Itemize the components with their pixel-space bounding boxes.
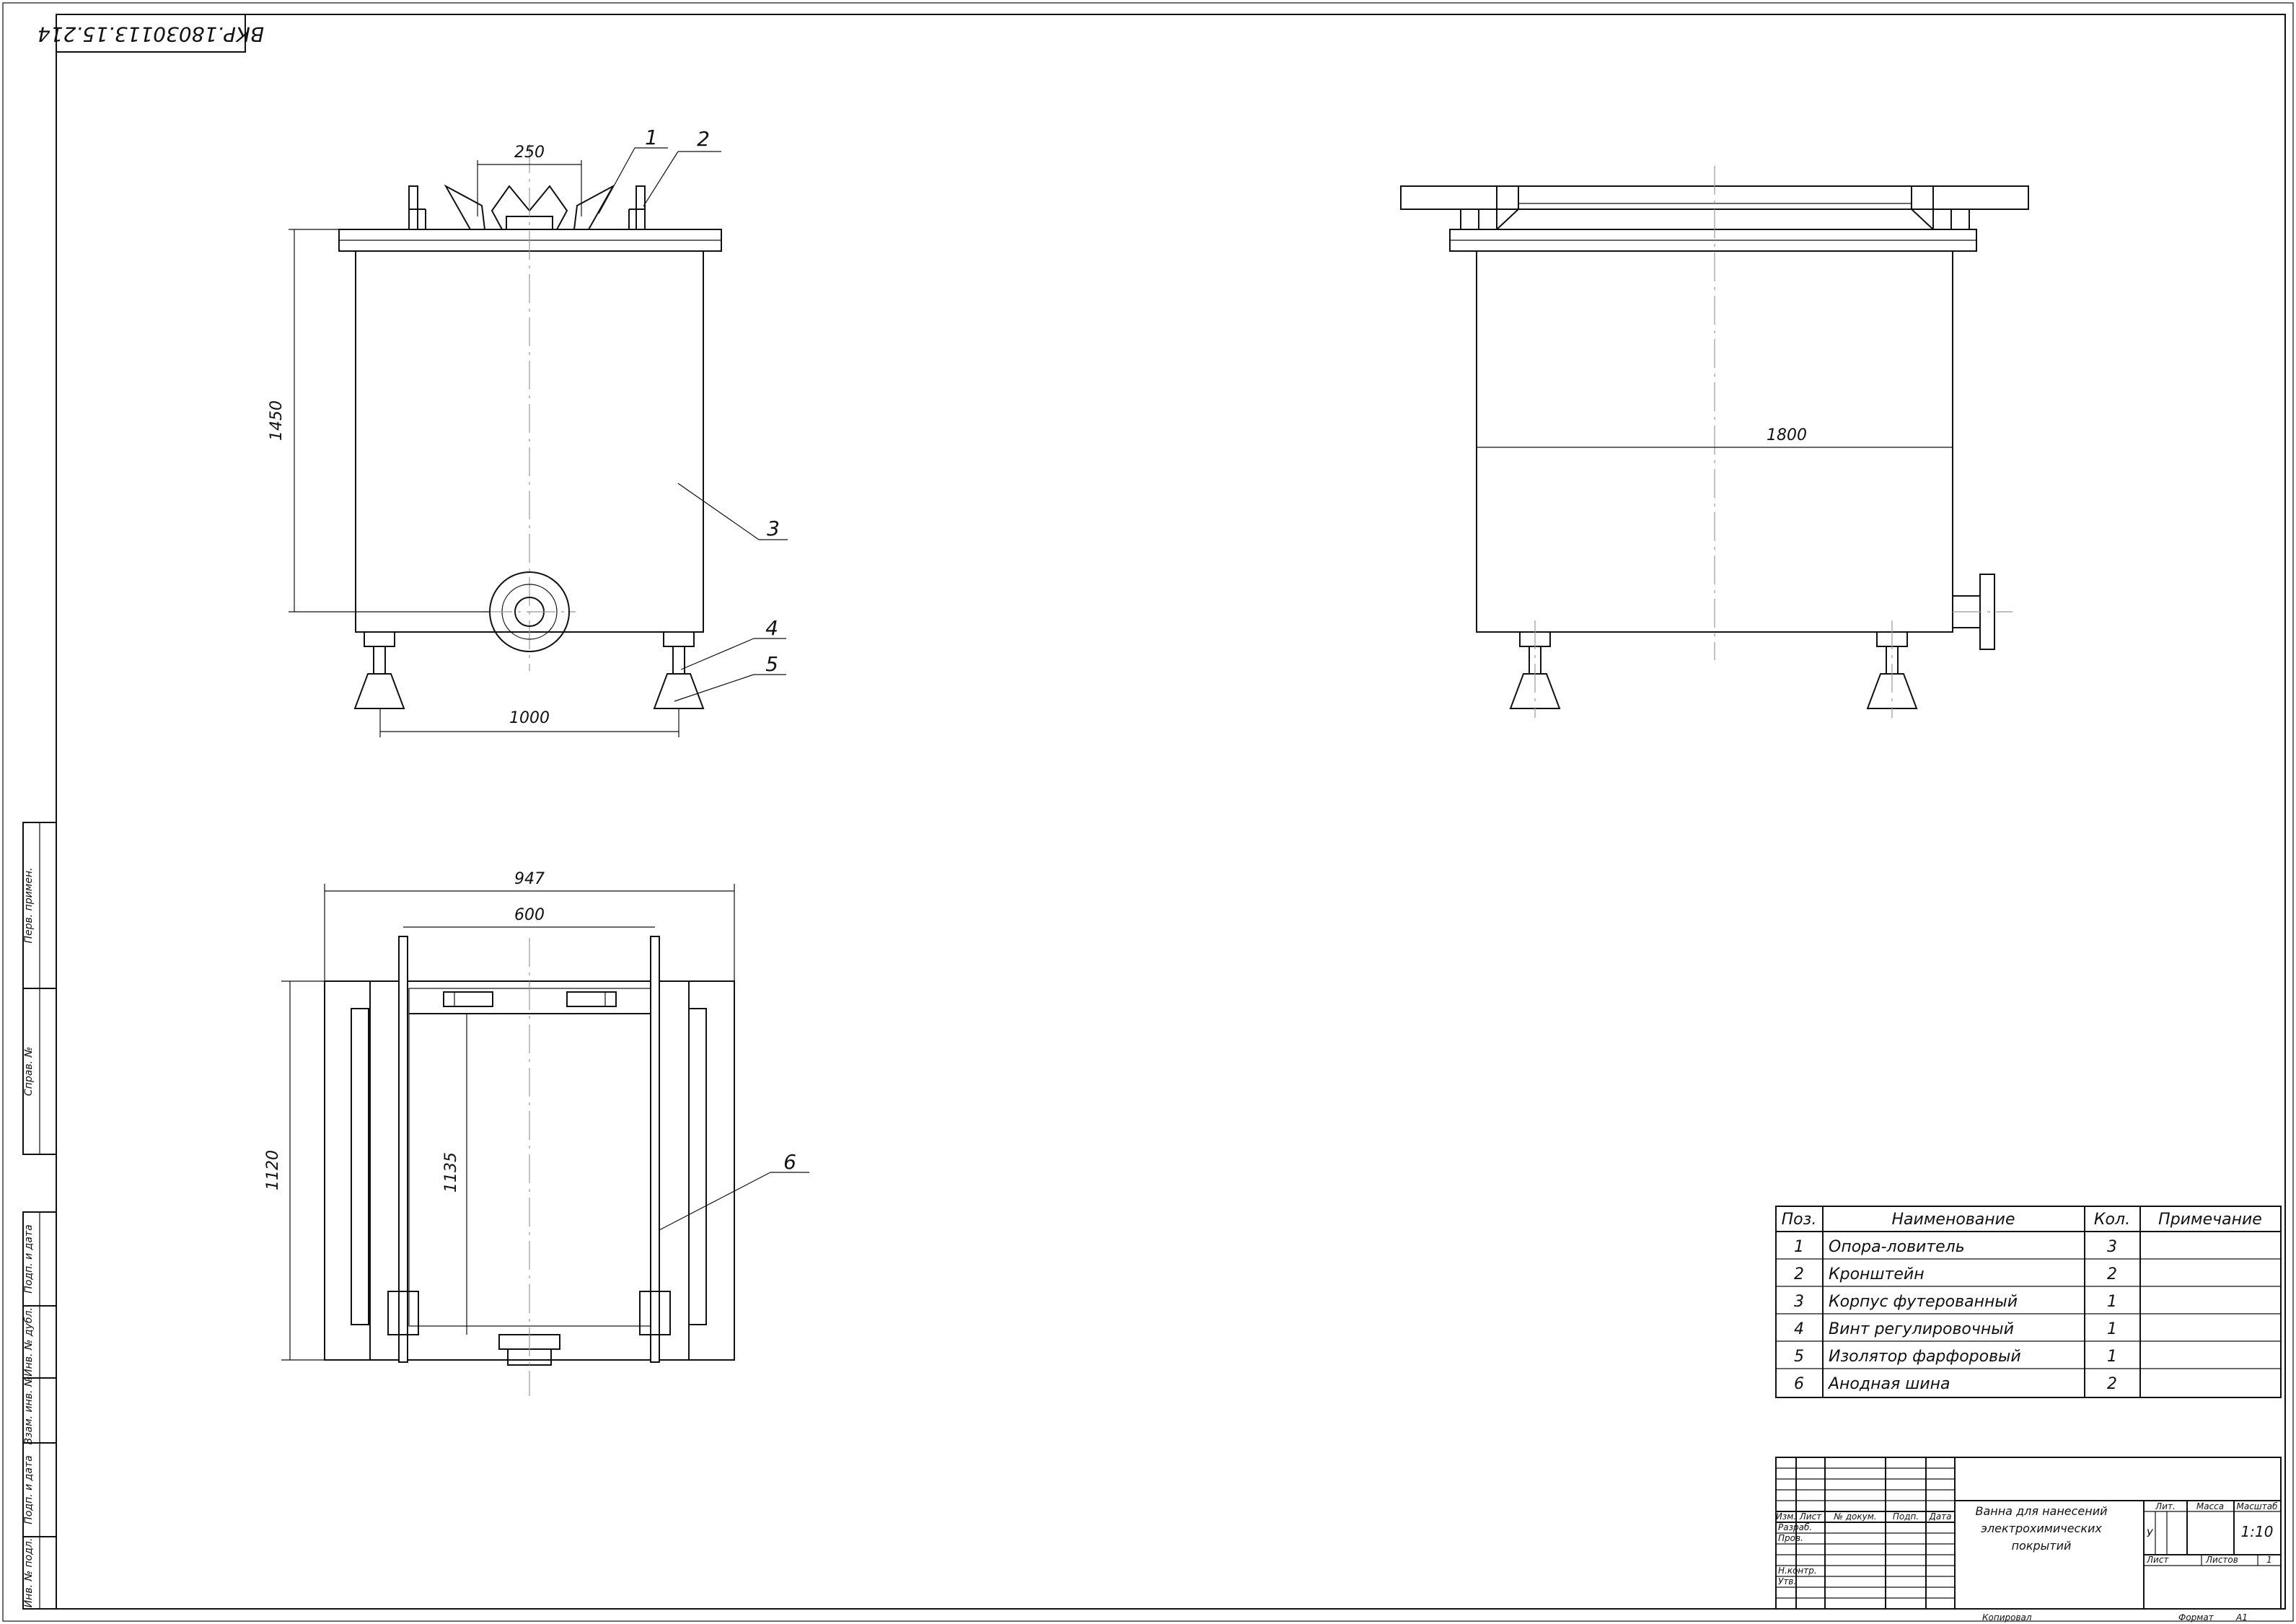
leader-4: 4 bbox=[765, 616, 778, 640]
anode-bar-right bbox=[650, 936, 660, 1363]
tb-title-line-3: покрытий bbox=[2012, 1539, 2072, 1553]
parts-row-qty: 1 bbox=[2107, 1320, 2117, 1338]
parts-row-name: Винт регулировочный bbox=[1829, 1320, 2014, 1338]
parts-row-name: Опора-ловитель bbox=[1829, 1238, 1965, 1256]
parts-row-pos: 5 bbox=[1794, 1348, 1804, 1366]
anode-bar-left bbox=[398, 936, 408, 1363]
tb-title-line-2: электрохимических bbox=[1981, 1522, 2102, 1535]
parts-header-note: Примечание bbox=[2158, 1211, 2262, 1229]
leader-6: 6 bbox=[783, 1150, 796, 1174]
catcher-left bbox=[444, 184, 486, 230]
dim-1450: 1450 bbox=[268, 400, 286, 441]
designation-box: ВКР.18030113.15.214 bbox=[38, 14, 264, 53]
tb-izm: Изм. bbox=[1776, 1511, 1796, 1522]
plan-view: 947 600 1120 1135 6 bbox=[264, 870, 809, 1396]
dim-1120: 1120 bbox=[264, 1150, 282, 1190]
strip-podp-data-2: Подп. и дата bbox=[23, 1455, 35, 1524]
parts-row-pos: 2 bbox=[1794, 1265, 1804, 1283]
dim-1135: 1135 bbox=[442, 1152, 460, 1193]
side-tank-body bbox=[1476, 250, 1953, 633]
parts-header-qty: Кол. bbox=[2094, 1211, 2130, 1229]
parts-row-qty: 3 bbox=[2107, 1238, 2117, 1256]
tb-format-value: А1 bbox=[2235, 1612, 2248, 1623]
parts-row-qty: 1 bbox=[2107, 1293, 2117, 1311]
strip-podp-data-1: Подп. и дата bbox=[23, 1224, 35, 1293]
tb-list: Лист bbox=[1799, 1511, 1822, 1522]
tb-lit-value: У bbox=[2147, 1528, 2154, 1540]
tb-utv: Утв. bbox=[1778, 1576, 1796, 1586]
strip-vzam-inv: Взам. инв. № bbox=[23, 1376, 35, 1444]
parts-row-qty: 1 bbox=[2107, 1348, 2117, 1366]
left-strip: Перв. примен. Справ. № Подп. и дата Инв.… bbox=[22, 822, 57, 1610]
leader-3: 3 bbox=[767, 517, 780, 540]
tb-massa: Масса bbox=[2196, 1501, 2224, 1511]
title-block: Изм. Лист № докум. Подп. Дата Разраб. Пр… bbox=[1775, 1457, 2282, 1623]
designation-text: ВКР.18030113.15.214 bbox=[38, 22, 264, 46]
front-view: 250 1450 1000 1 2 3 4 5 bbox=[268, 126, 788, 737]
tb-listov-value: 1 bbox=[2266, 1555, 2272, 1565]
parts-row-pos: 3 bbox=[1794, 1293, 1804, 1311]
parts-header-name: Наименование bbox=[1892, 1211, 2015, 1229]
dim-1000: 1000 bbox=[509, 709, 550, 727]
dim-947: 947 bbox=[514, 870, 545, 888]
leader-2: 2 bbox=[697, 127, 710, 151]
tb-prov: Пров. bbox=[1778, 1533, 1803, 1543]
parts-row-name: Корпус футерованный bbox=[1829, 1293, 2018, 1311]
parts-row-qty: 2 bbox=[2107, 1265, 2117, 1283]
dim-250: 250 bbox=[514, 144, 545, 162]
tb-kopiroval: Копировал bbox=[1982, 1612, 2032, 1623]
dim-600: 600 bbox=[514, 906, 545, 924]
tb-lit: Лит. bbox=[2155, 1501, 2176, 1511]
parts-row-name: Кронштейн bbox=[1829, 1265, 1925, 1283]
catcher-right bbox=[573, 184, 615, 230]
tb-n-kontr: Н.контр. bbox=[1778, 1566, 1817, 1576]
parts-row-pos: 1 bbox=[1794, 1238, 1804, 1256]
tb-doc-no: № докум. bbox=[1833, 1511, 1876, 1522]
side-view: 1800 bbox=[1400, 166, 2029, 718]
parts-row-pos: 4 bbox=[1794, 1320, 1804, 1338]
parts-list: Поз. Наименование Кол. Примечание 1 Опор… bbox=[1775, 1206, 2282, 1398]
tb-razrab: Разраб. bbox=[1778, 1522, 1812, 1532]
side-leg-right bbox=[1866, 620, 1918, 718]
strip-inv-podl: Инв. № подл. bbox=[23, 1538, 35, 1608]
parts-row-name: Анодная шина bbox=[1827, 1375, 1950, 1393]
front-leg-left bbox=[353, 631, 405, 709]
dim-1800: 1800 bbox=[1767, 426, 1807, 444]
parts-row-pos: 6 bbox=[1794, 1375, 1804, 1393]
tb-listov-label: Листов bbox=[2205, 1555, 2238, 1565]
inner-frame bbox=[56, 14, 2286, 1610]
front-leg-right bbox=[653, 631, 705, 709]
tb-podp: Подп. bbox=[1893, 1511, 1919, 1522]
strip-sprav-no: Справ. № bbox=[23, 1047, 35, 1096]
tb-masshtab: Масштаб bbox=[2236, 1501, 2278, 1511]
leader-5: 5 bbox=[765, 652, 778, 676]
parts-row-name: Изолятор фарфоровый bbox=[1829, 1348, 2021, 1366]
tb-format-label: Формат bbox=[2178, 1612, 2214, 1623]
tb-scale-value: 1:10 bbox=[2241, 1523, 2274, 1540]
tb-title-line-1: Ванна для нанесений bbox=[1975, 1504, 2107, 1518]
side-leg-left bbox=[1509, 620, 1561, 718]
strip-inv-dubl: Инв. № дубл. bbox=[23, 1307, 35, 1377]
strip-perv-primen: Перв. примен. bbox=[23, 867, 35, 943]
tb-data: Дата bbox=[1928, 1511, 1951, 1522]
parts-header-pos: Поз. bbox=[1782, 1211, 1817, 1229]
leader-1: 1 bbox=[645, 126, 658, 149]
parts-row-qty: 2 bbox=[2107, 1375, 2117, 1393]
tb-list-label: Лист bbox=[2146, 1555, 2169, 1565]
